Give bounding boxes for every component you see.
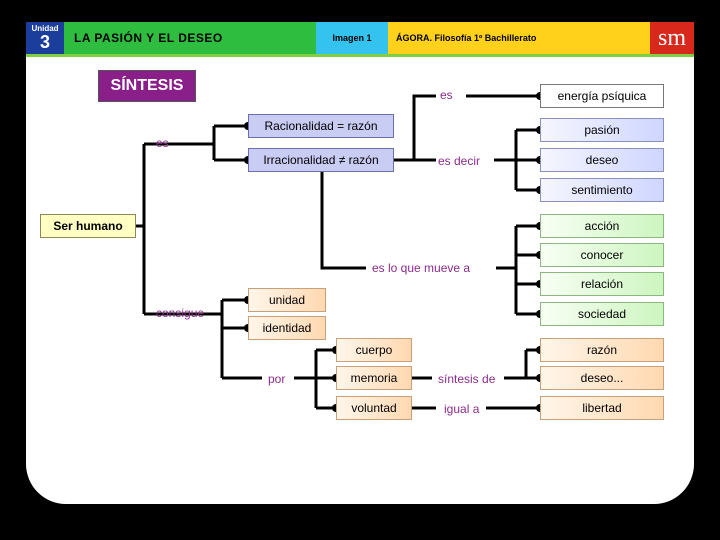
header-bar: Unidad 3 LA PASIÓN Y EL DESEO Imagen 1 Á…	[26, 22, 694, 54]
node-deseo: deseo	[540, 148, 664, 172]
node-pasion: pasión	[540, 118, 664, 142]
node-razon: razón	[540, 338, 664, 362]
node-ser-humano: Ser humano	[40, 214, 136, 238]
node-memoria: memoria	[336, 366, 412, 390]
label-es-decir: es decir	[438, 154, 481, 168]
header-divider	[26, 54, 694, 57]
node-unidad: unidad	[248, 288, 326, 312]
node-libertad: libertad	[540, 396, 664, 420]
node-sociedad: sociedad	[540, 302, 664, 326]
book-title: ÁGORA. Filosofía 1º Bachillerato	[388, 22, 650, 54]
unit-label: Unidad	[31, 24, 59, 33]
node-conocer: conocer	[540, 243, 664, 267]
node-energia-psiquica: energía psíquica	[540, 84, 664, 108]
label-consigue: consigue	[156, 306, 205, 320]
unit-badge: Unidad 3	[26, 22, 64, 54]
node-accion: acción	[540, 214, 664, 238]
label-sintesis-de: síntesis de	[438, 372, 496, 386]
label-es: es	[156, 136, 169, 150]
connector-lines	[136, 92, 544, 412]
node-voluntad: voluntad	[336, 396, 412, 420]
image-label: Imagen 1	[316, 22, 388, 54]
node-deseo-ellipsis: deseo...	[540, 366, 664, 390]
unit-number: 3	[39, 32, 50, 52]
label-es-energia: es	[440, 88, 453, 102]
label-por: por	[268, 372, 286, 386]
slide: Unidad 3 LA PASIÓN Y EL DESEO Imagen 1 Á…	[26, 22, 694, 504]
node-racionalidad: Racionalidad = razón	[248, 114, 394, 138]
node-relacion: relación	[540, 272, 664, 296]
label-mueve-a: es lo que mueve a	[372, 261, 471, 275]
label-igual-a: igual a	[444, 402, 480, 416]
node-sentimiento: sentimiento	[540, 178, 664, 202]
chapter-title: LA PASIÓN Y EL DESEO	[64, 22, 316, 54]
node-irracionalidad: Irracionalidad ≠ razón	[248, 148, 394, 172]
sm-logo: sm	[650, 22, 694, 54]
node-cuerpo: cuerpo	[336, 338, 412, 362]
node-identidad: identidad	[248, 316, 326, 340]
sintesis-title: SÍNTESIS	[98, 70, 196, 102]
